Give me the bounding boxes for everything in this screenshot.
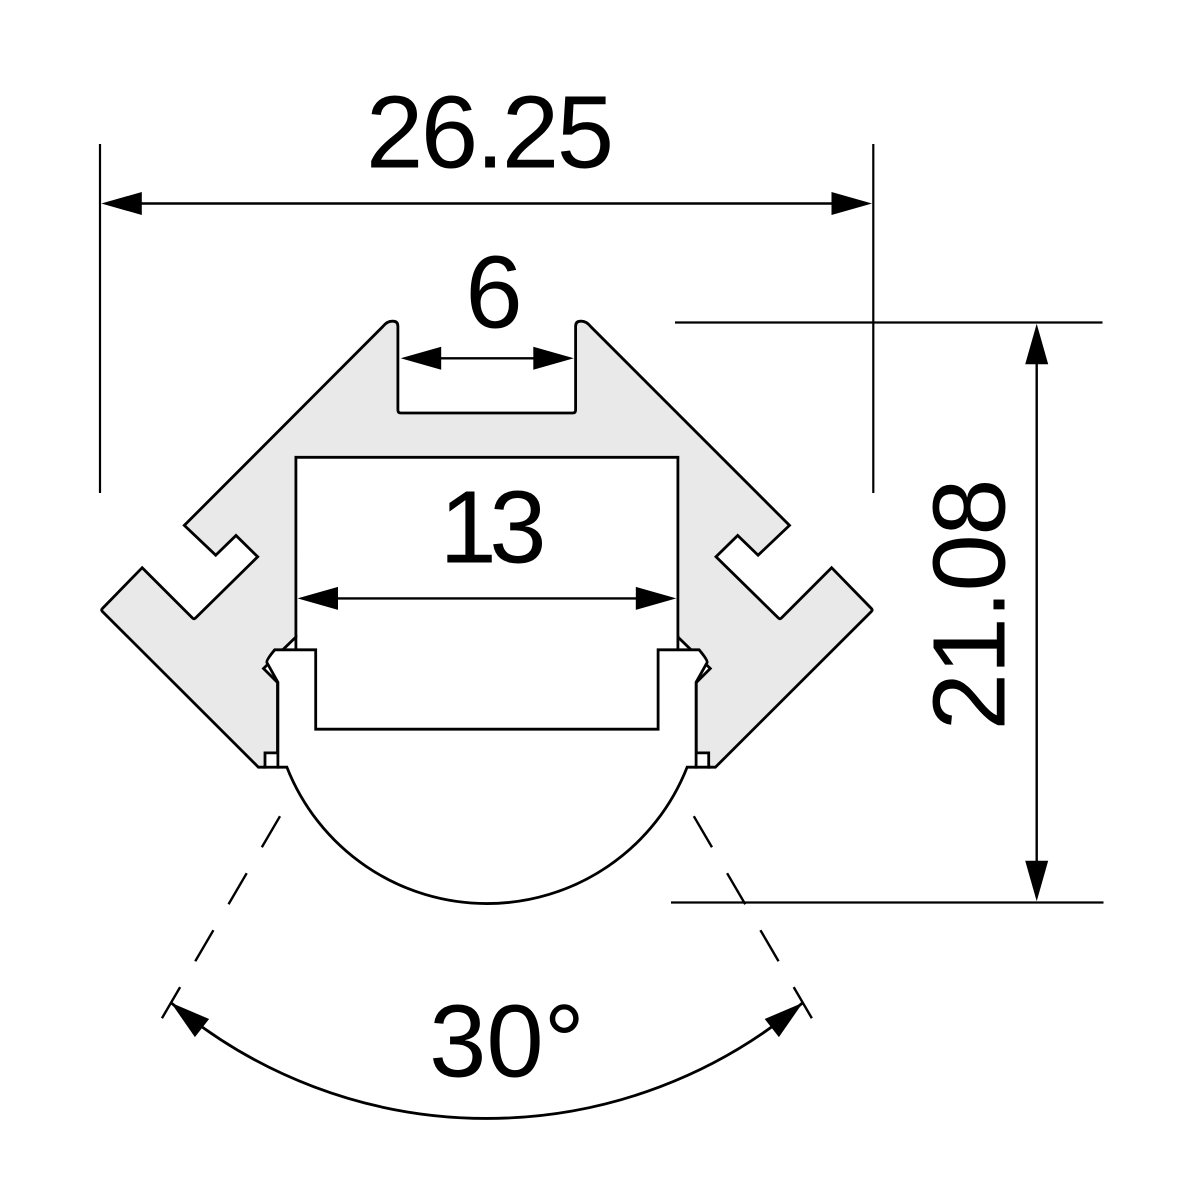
svg-text:21.08: 21.08 [912, 478, 1027, 730]
svg-text:30°: 30° [429, 984, 585, 1099]
svg-text:13: 13 [440, 470, 547, 585]
svg-text:26.25: 26.25 [366, 75, 614, 190]
svg-text:6: 6 [465, 235, 522, 350]
